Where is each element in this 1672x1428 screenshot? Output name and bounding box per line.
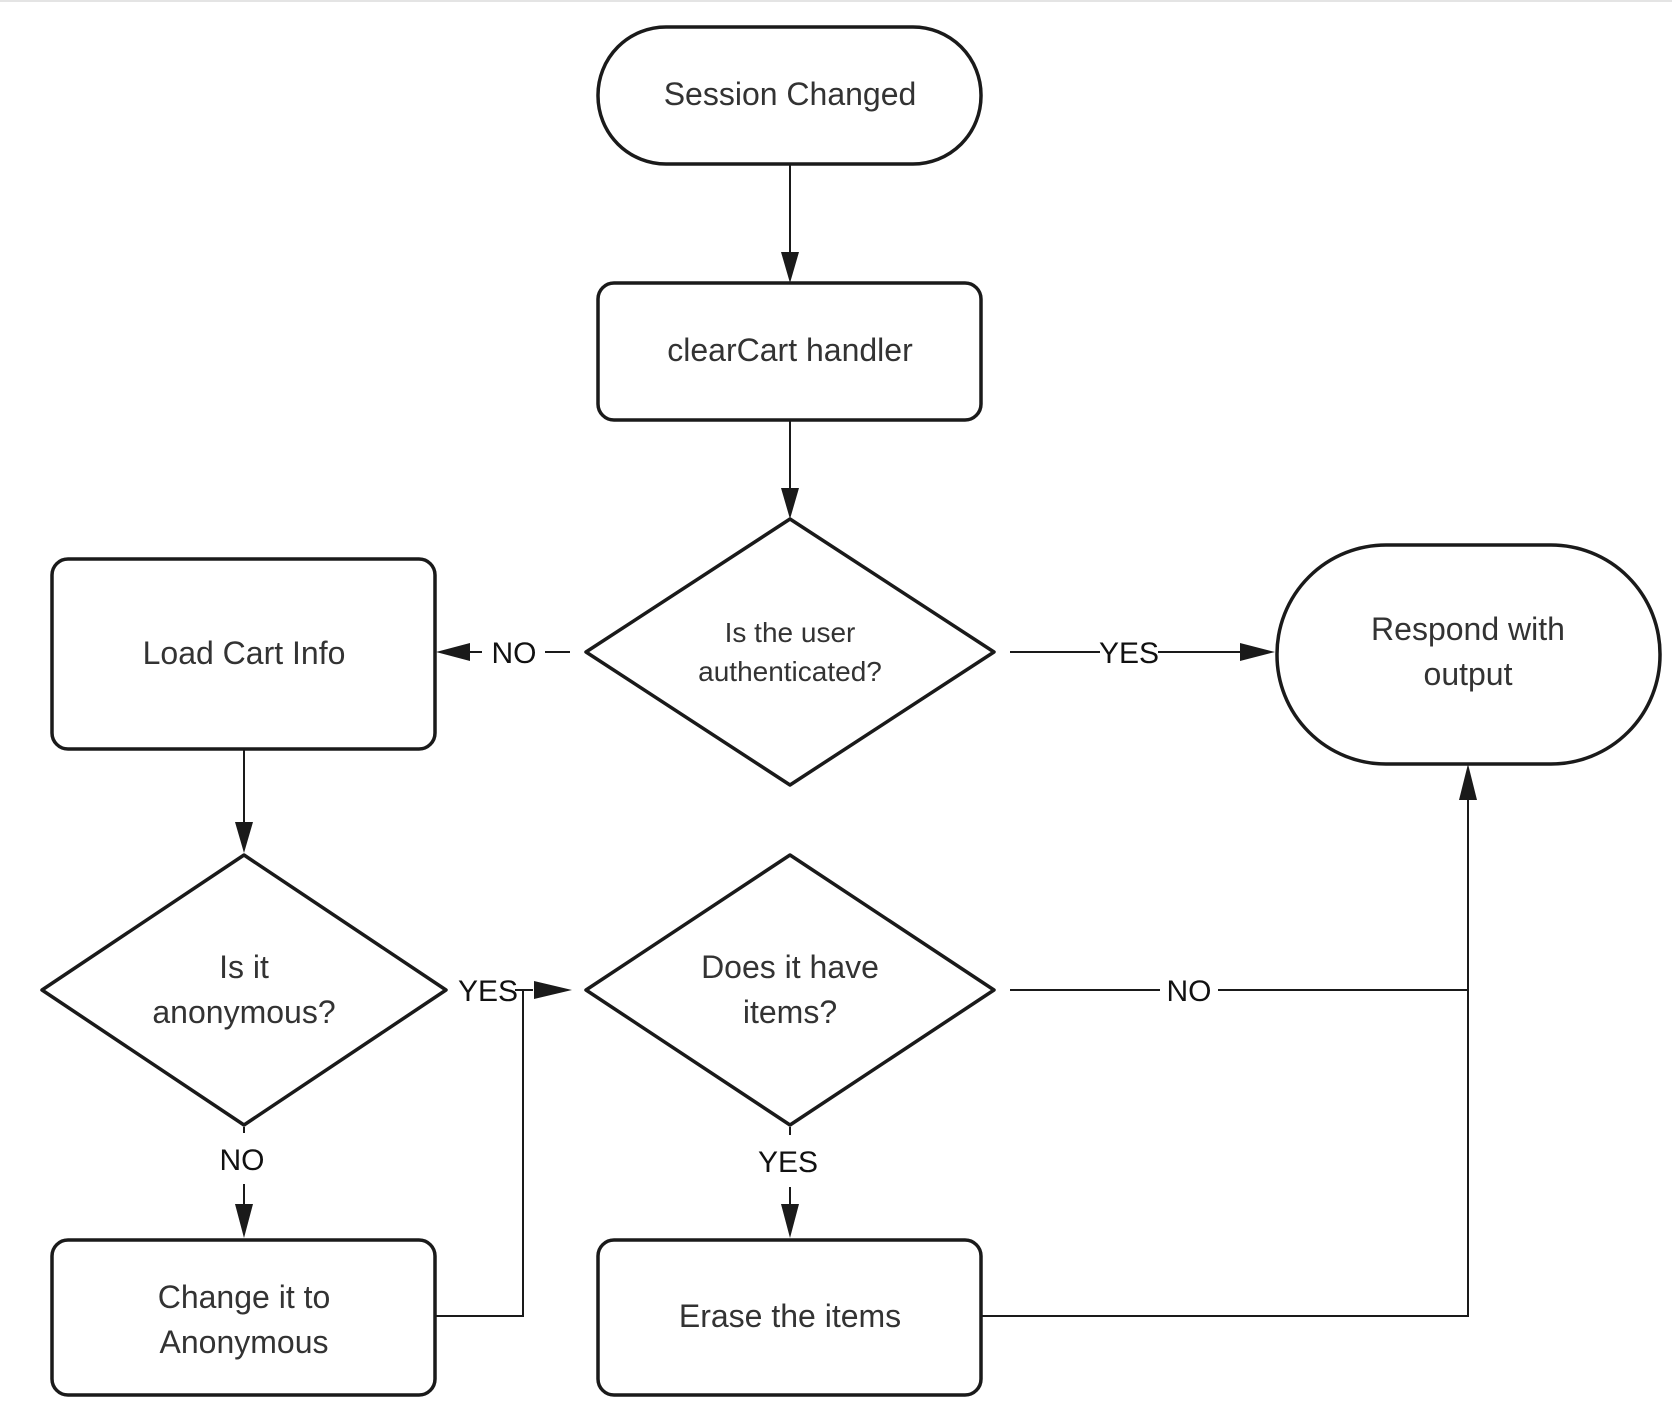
edge-auth-no-to-load-cart	[436, 643, 570, 661]
terminal-session-changed: Session Changed	[596, 25, 983, 166]
edge-items-yes-to-erase	[781, 1127, 799, 1238]
top-border	[0, 0, 1672, 2]
terminal-respond-with-output: Respond with output	[1275, 543, 1662, 766]
node-label: Session Changed	[664, 76, 917, 112]
node-label-line-1: Change it to	[158, 1279, 331, 1315]
edge-start-to-handler	[781, 164, 799, 283]
decision-is-anonymous: Is it anonymous?	[40, 853, 448, 1127]
node-label-line-1: Does it have	[701, 949, 879, 985]
edge-change-to-items	[435, 990, 524, 1317]
edge-auth-yes-to-respond	[1010, 643, 1275, 661]
node-label-line-2: Anonymous	[160, 1324, 329, 1360]
label-auth-no: NO	[492, 637, 537, 670]
label-items-yes: YES	[758, 1146, 818, 1179]
label-items-no: NO	[1167, 975, 1212, 1008]
edge-anon-no-to-change	[235, 1127, 253, 1238]
node-label-line-2: output	[1424, 656, 1513, 692]
label-anon-yes: YES	[458, 975, 518, 1008]
node-label: clearCart handler	[667, 332, 913, 368]
node-label-line-2: anonymous?	[152, 994, 335, 1030]
node-label-line-2: authenticated?	[698, 656, 882, 687]
edge-load-cart-to-anon	[235, 749, 253, 853]
process-clearcart-handler: clearCart handler	[596, 281, 983, 422]
node-label: Load Cart Info	[143, 635, 346, 671]
decision-user-authenticated: Is the user authenticated?	[584, 517, 996, 787]
edge-erase-to-respond	[980, 764, 1477, 1317]
process-load-cart-info: Load Cart Info	[50, 557, 437, 751]
edge-handler-to-auth	[781, 420, 799, 519]
label-anon-no: NO	[220, 1144, 265, 1177]
process-change-to-anonymous: Change it to Anonymous	[50, 1238, 437, 1397]
node-label: Erase the items	[679, 1298, 901, 1334]
label-auth-yes: YES	[1099, 637, 1159, 670]
decision-has-items: Does it have items?	[584, 853, 996, 1127]
process-erase-items: Erase the items	[596, 1238, 983, 1397]
node-label-line-1: Respond with	[1371, 611, 1565, 647]
node-label-line-2: items?	[743, 994, 837, 1030]
node-label-line-1: Is it	[219, 949, 269, 985]
node-label-line-1: Is the user	[725, 617, 856, 648]
